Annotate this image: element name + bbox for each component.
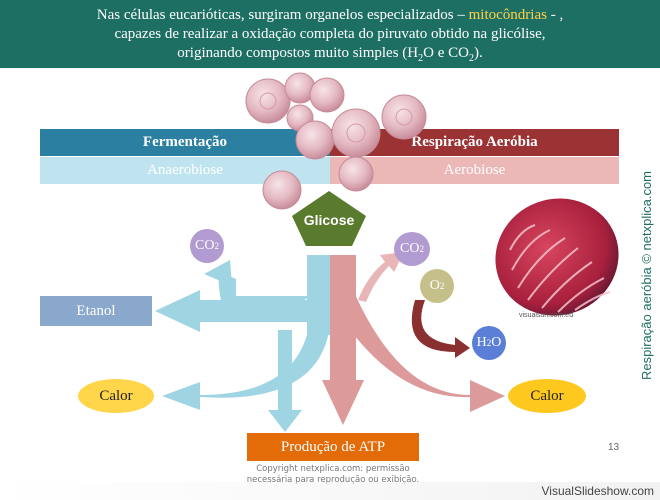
mitochondrion-image [495, 198, 619, 316]
header-banner: Nas células eucarióticas, surgiram organ… [0, 0, 660, 68]
header-line-3: originando compostos muito simples (H2O … [177, 45, 483, 64]
band-fermentacao: Fermentação [40, 129, 330, 156]
etanol-box: Etanol [40, 296, 152, 326]
mitocondrias-highlight: mitocôndrias [468, 7, 547, 23]
image-credit: visualsun.com.ed [519, 312, 574, 319]
copyright-notice: Copyright netxplica.com: permissão neces… [246, 464, 420, 485]
producao-atp-box: Produção de ATP [247, 433, 419, 461]
glicose-pentagon [292, 191, 366, 246]
band-aerobiose: Aerobiose [330, 157, 619, 184]
header-line-1: Nas células eucarióticas, surgiram organ… [96, 7, 564, 23]
o2-to-h2o-arrow [411, 300, 470, 358]
fermentation-arrows [155, 255, 330, 432]
watermark: VisualSlideshow.com [0, 482, 660, 500]
calor-right-ellipse: Calor [508, 379, 586, 413]
side-credit: Respiração aeróbia © netxplica.com [638, 170, 654, 380]
glicose-label: Glicose [303, 212, 355, 228]
header-line-2: capazes de realizar a oxidação completa … [114, 26, 546, 42]
respiration-arrows [322, 252, 505, 425]
calor-left-ellipse: Calor [78, 379, 154, 413]
yeast-cells-image [245, 72, 427, 210]
page-number: 13 [608, 442, 620, 453]
